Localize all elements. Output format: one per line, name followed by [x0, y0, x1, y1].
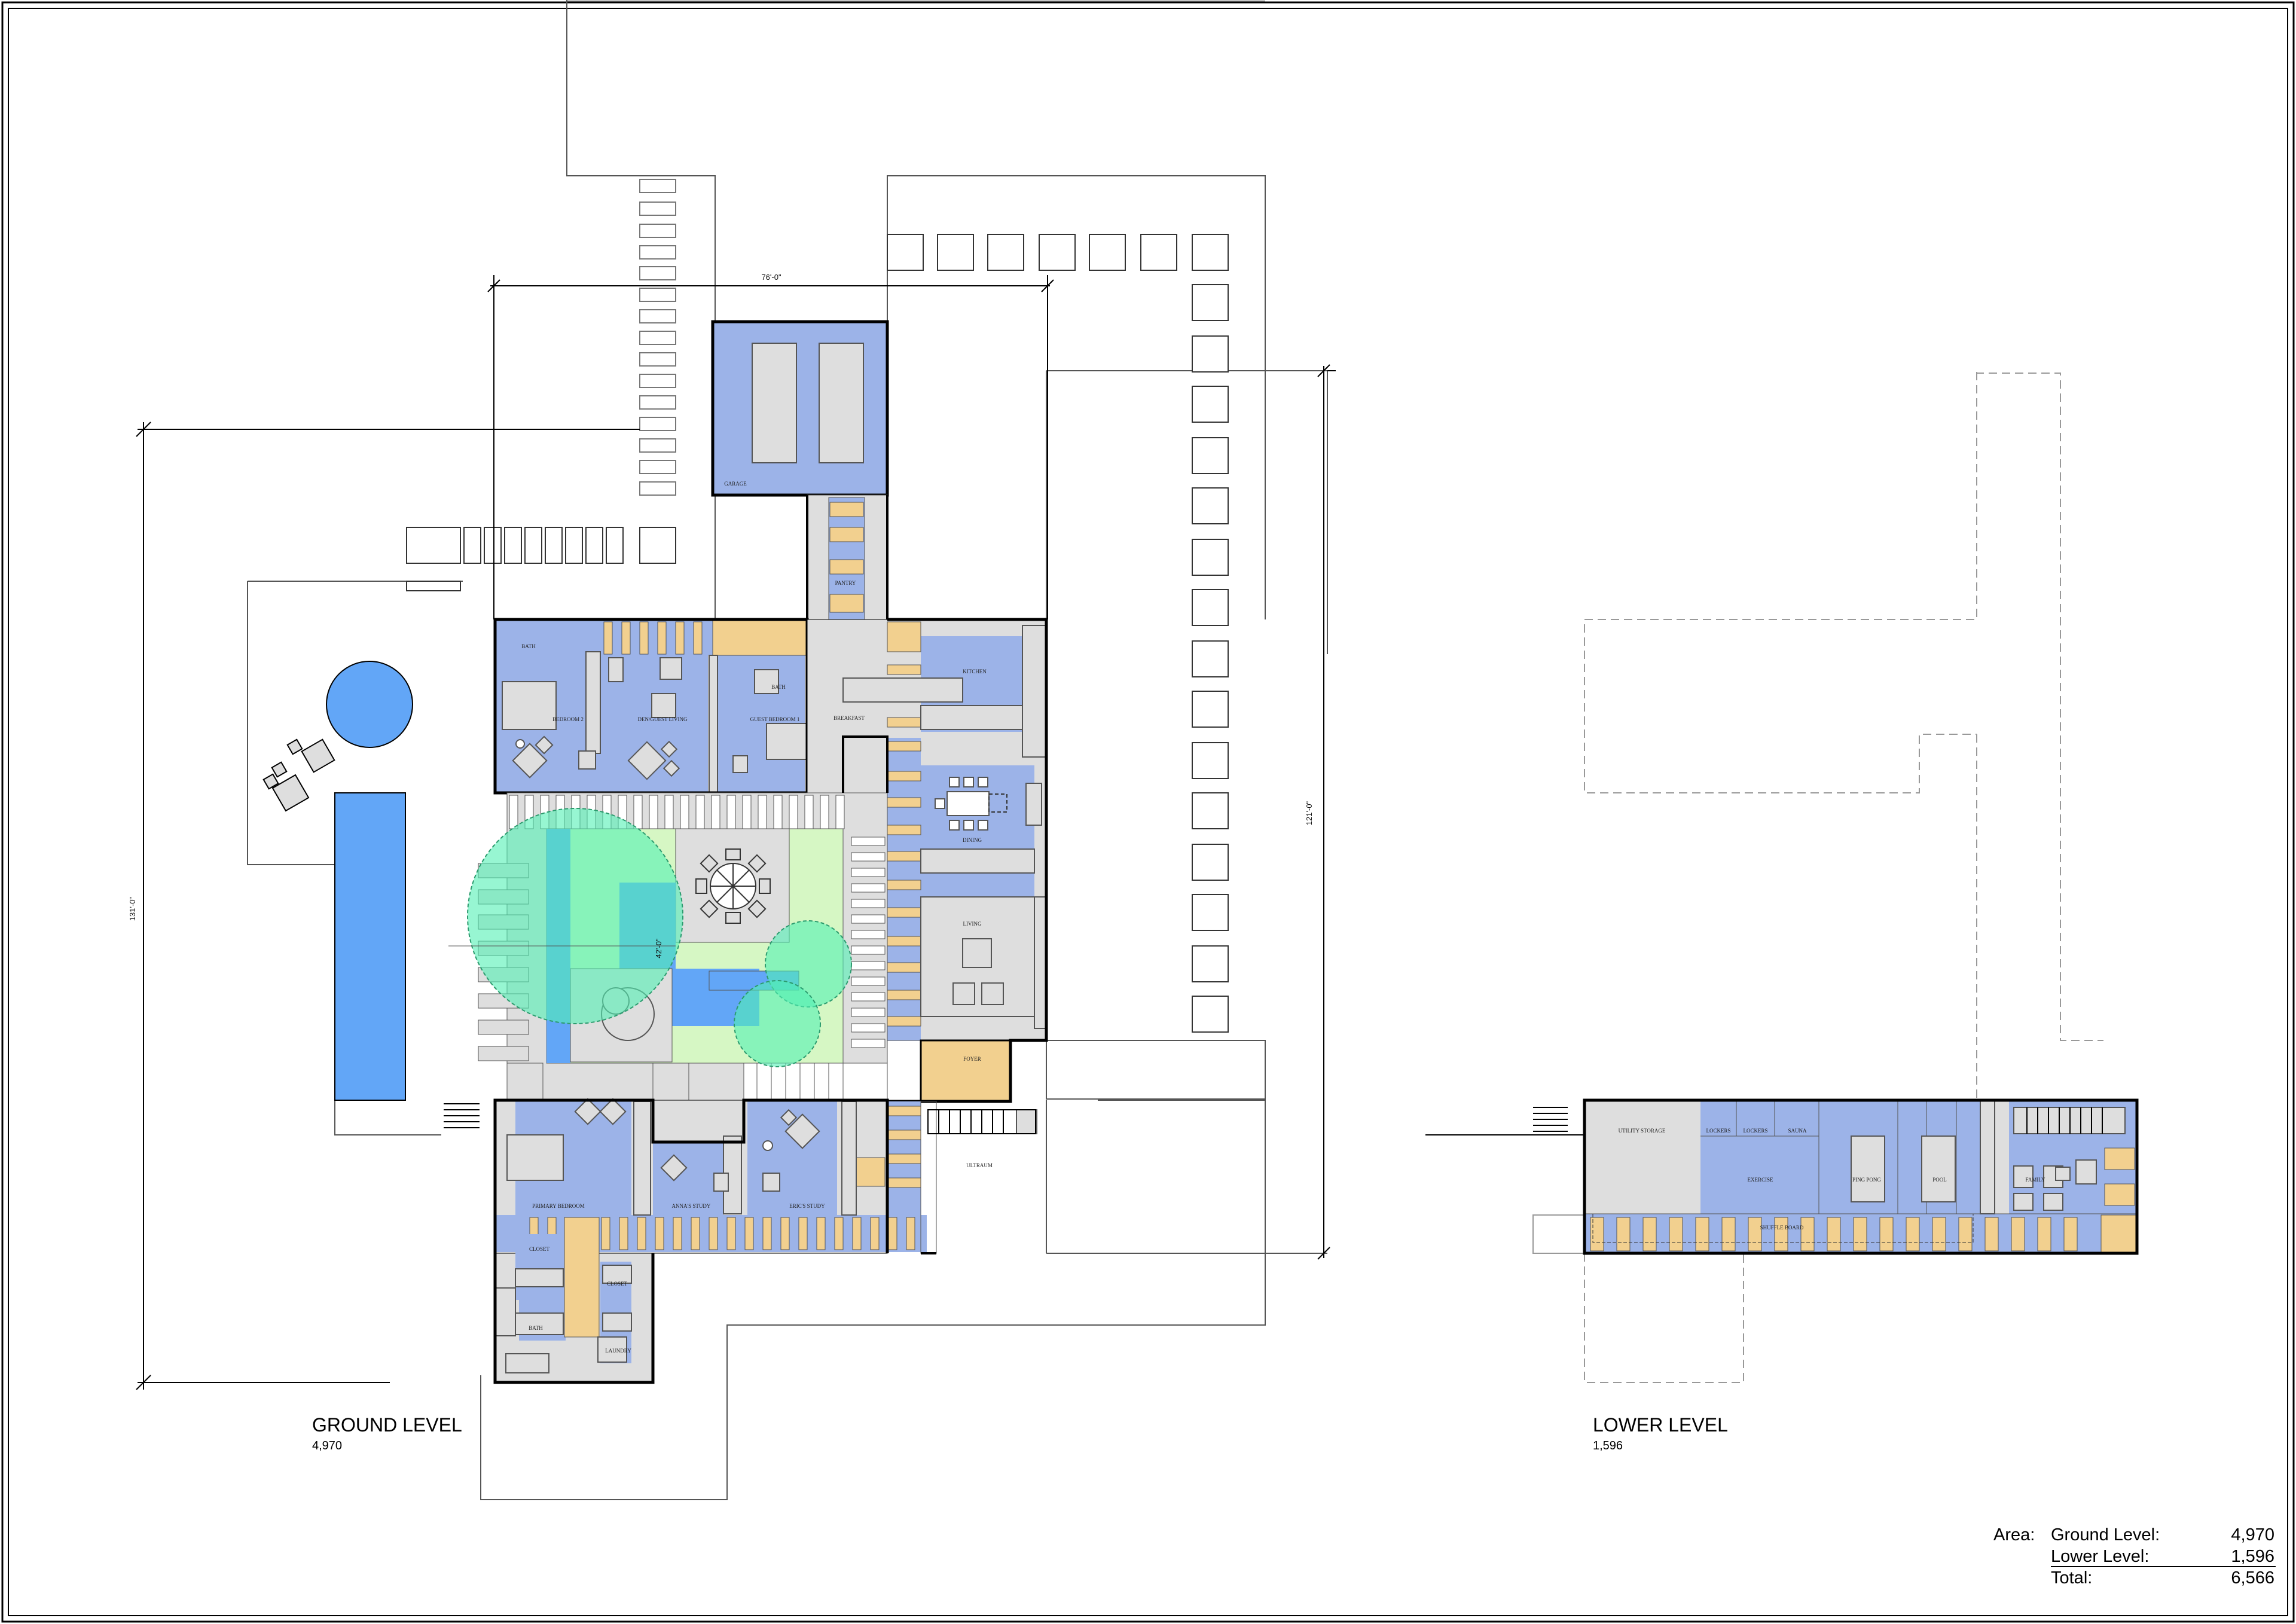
label-guest-bedroom: GUEST BEDROOM 1: [750, 716, 800, 722]
hot-tub: [326, 661, 413, 748]
label-pool: POOL: [1932, 1177, 1947, 1183]
area-row-total-value: 6,566: [2231, 1568, 2274, 1588]
lower-level-plan: UTILITY STORAGE LOCKERS LOCKERS SAUNA EX…: [1425, 372, 2139, 1383]
label-shuffle-board: SHUFFLE BOARD: [1760, 1225, 1804, 1231]
parking-row: [406, 527, 676, 591]
label-family: FAMILY: [2026, 1177, 2045, 1183]
area-table-heading: Area:: [1993, 1525, 2035, 1544]
area-table: Area: Ground Level: 4,970 Lower Level: 1…: [1993, 1525, 2276, 1588]
area-row-ground-label: Ground Level:: [2051, 1525, 2160, 1544]
label-ping-pong: PING PONG: [1852, 1177, 1881, 1183]
label-garage: GARAGE: [724, 481, 747, 487]
lower-level-title: LOWER LEVEL: [1593, 1414, 1728, 1436]
label-primary-bedroom: PRIMARY BEDROOM: [532, 1203, 584, 1209]
label-laundry: LAUNDRY: [605, 1348, 631, 1354]
label-living: LIVING: [963, 921, 982, 927]
ground-level-plan: GARAGE PANTRY: [448, 320, 1048, 1384]
label-entry: ULTRAUM: [966, 1162, 993, 1168]
area-row-total-label: Total:: [2051, 1568, 2092, 1588]
label-pantry: PANTRY: [835, 580, 856, 586]
area-row-lower-label: Lower Level:: [2051, 1547, 2149, 1566]
area-row-lower-value: 1,596: [2231, 1547, 2274, 1566]
label-bath-3: BATH: [529, 1325, 543, 1331]
label-bedroom-2: BEDROOM 2: [552, 716, 584, 722]
label-bath-2: BATH: [771, 684, 786, 690]
label-closet-1: CLOSET: [529, 1246, 550, 1252]
label-lockers-2: LOCKERS: [1743, 1128, 1767, 1134]
label-sauna: SAUNA: [1788, 1128, 1807, 1134]
stepping-stones: [887, 234, 1229, 1033]
label-foyer: FOYER: [963, 1056, 981, 1062]
sheet-border-inner: [8, 8, 2288, 1616]
dim-height-right: 121'-0": [1305, 801, 1314, 825]
area-row-ground-value: 4,970: [2231, 1525, 2274, 1544]
driveway-pavers: [639, 179, 676, 496]
label-lockers-1: LOCKERS: [1706, 1128, 1730, 1134]
label-bath-1: BATH: [521, 643, 536, 649]
label-closet-2: CLOSET: [607, 1281, 628, 1287]
label-annas-study: ANNA'S STUDY: [672, 1203, 711, 1209]
lap-pool: [334, 792, 406, 1101]
dim-height-left: 131'-0": [128, 896, 137, 921]
pool-terrace: [262, 661, 480, 1128]
label-kitchen: KITCHEN: [963, 668, 987, 674]
lower-level-area: 1,596: [1593, 1439, 1623, 1452]
ground-level-title: GROUND LEVEL: [312, 1414, 462, 1436]
dim-width-top: 76'-0": [761, 273, 781, 282]
ground-level-area: 4,970: [312, 1439, 342, 1452]
label-den-guest-living: DEN/GUEST LIVING: [637, 716, 688, 722]
label-breakfast: BREAKFAST: [833, 715, 865, 721]
label-exercise: EXERCISE: [1747, 1177, 1773, 1183]
dim-courtyard: 42'-0": [654, 938, 663, 958]
label-erics-study: ERIC'S STUDY: [789, 1203, 825, 1209]
label-dining: DINING: [963, 837, 982, 843]
label-utility: UTILITY STORAGE: [1619, 1128, 1666, 1134]
dimension-lines: [136, 275, 1336, 1390]
